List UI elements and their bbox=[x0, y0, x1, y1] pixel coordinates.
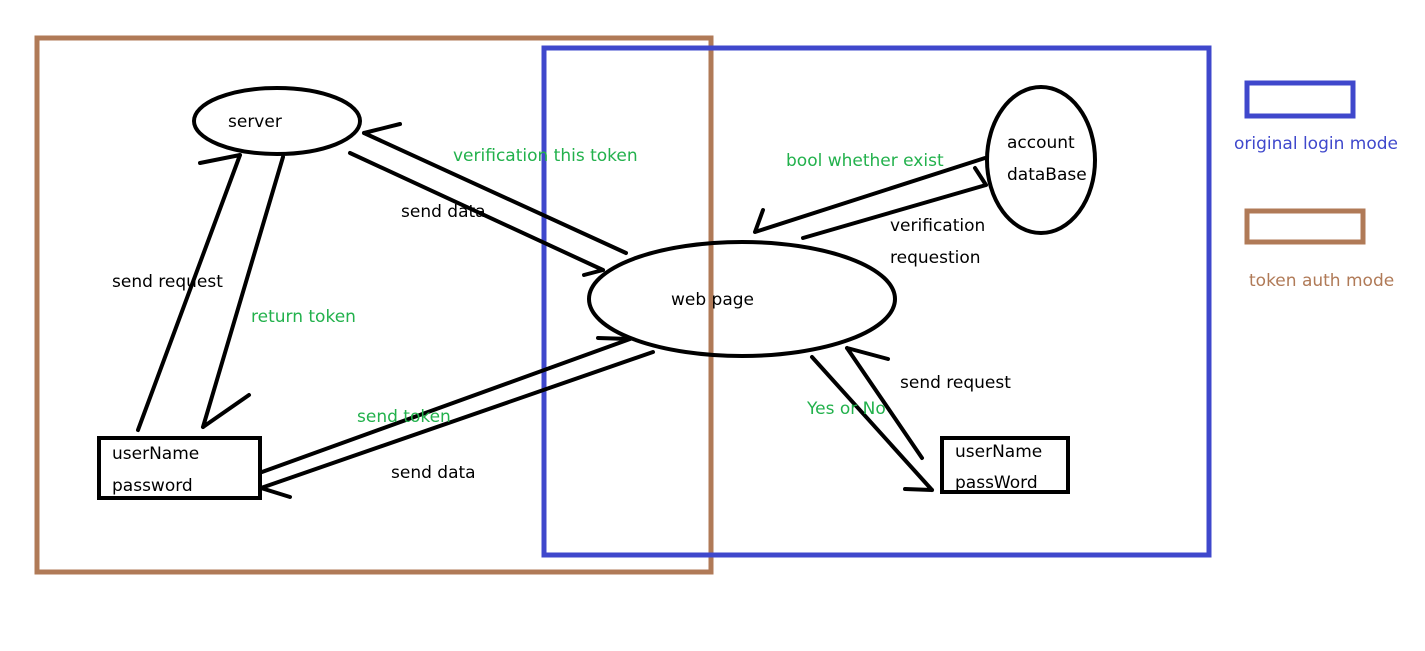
legend-original-swatch bbox=[1244, 80, 1356, 119]
label-verification-line2: requestion bbox=[890, 248, 981, 268]
arrow-send-request-right bbox=[845, 346, 924, 460]
database-label-line2: dataBase bbox=[1007, 165, 1087, 185]
original-login-region bbox=[541, 45, 1212, 558]
user-credentials-right: userName passWord bbox=[940, 436, 1070, 494]
label-bool-exist: bool whether exist bbox=[786, 151, 944, 171]
label-send-data-bottom: send data bbox=[391, 463, 476, 483]
arrow-verification-token bbox=[362, 122, 628, 255]
database-label-line1: account bbox=[1007, 133, 1075, 153]
webpage-node: web page bbox=[587, 240, 897, 358]
arrow-yes-or-no bbox=[810, 355, 934, 492]
label-yes-or-no: Yes or No bbox=[806, 399, 886, 419]
label-send-request-right: send request bbox=[900, 373, 1011, 393]
server-ellipse bbox=[192, 86, 362, 156]
arrow-verification-requestion bbox=[801, 166, 988, 240]
user-credentials-left: userName password bbox=[97, 436, 262, 500]
user-right-box bbox=[940, 436, 1070, 494]
label-send-data-top: send data bbox=[401, 202, 486, 222]
user-left-username: userName bbox=[112, 444, 199, 464]
arrow-bool-exist bbox=[753, 156, 987, 234]
label-send-request-left: send request bbox=[112, 272, 223, 292]
user-left-box bbox=[97, 436, 262, 500]
user-left-password: password bbox=[112, 476, 193, 496]
arrow-send-token bbox=[260, 336, 632, 474]
legend-token-swatch bbox=[1244, 208, 1366, 245]
token-auth-region bbox=[34, 35, 714, 575]
label-send-token: send token bbox=[357, 407, 451, 427]
legend-original-label: original login mode bbox=[1234, 134, 1398, 154]
legend-token-label: token auth mode bbox=[1249, 271, 1394, 291]
user-right-username: userName bbox=[955, 442, 1042, 462]
server-node: server bbox=[192, 86, 362, 156]
database-ellipse bbox=[985, 85, 1097, 235]
webpage-ellipse bbox=[587, 240, 897, 358]
user-right-password: passWord bbox=[955, 473, 1038, 493]
label-verification-line1: verification bbox=[890, 216, 985, 236]
arrow-send-data-bottom bbox=[259, 350, 655, 499]
arrow-return-token bbox=[201, 155, 285, 429]
label-verification-token: verification this token bbox=[453, 146, 638, 166]
database-node: account dataBase bbox=[985, 85, 1097, 235]
server-label: server bbox=[228, 112, 282, 132]
arrow-send-request-left bbox=[136, 153, 242, 432]
arrow-send-data-top bbox=[348, 151, 605, 277]
label-return-token: return token bbox=[251, 307, 356, 327]
webpage-label: web page bbox=[671, 290, 754, 310]
